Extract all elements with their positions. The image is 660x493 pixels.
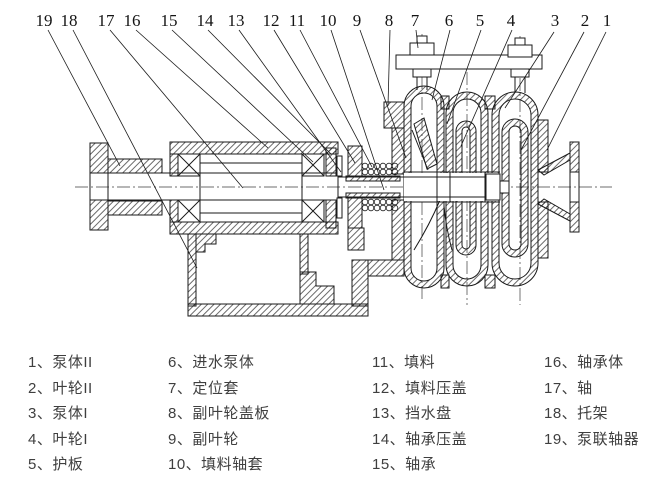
legend-item: 5、护板 — [28, 456, 84, 474]
legend-item: 2、叶轮II — [28, 379, 93, 397]
legend-item: 7、定位套 — [168, 379, 239, 397]
legend-column-1: 1、泵体II 2、叶轮II 3、泵体I 4、叶轮I 5、护板 — [28, 350, 93, 478]
legend-column-2: 6、进水泵体 7、定位套 8、副叶轮盖板 9、副叶轮 10、填料轴套 — [168, 350, 270, 478]
pump-cross-section-diagram: 19 18 17 16 15 14 13 12 11 10 9 8 7 6 5 … — [36, 11, 612, 317]
legend-item: 10、填料轴套 — [168, 456, 264, 474]
bracket — [187, 233, 405, 317]
legend-item: 17、轴 — [544, 379, 593, 397]
callout-label: 10 — [320, 11, 337, 30]
legend-item: 6、进水泵体 — [168, 354, 255, 371]
callout-label: 14 — [197, 11, 215, 30]
legend-item: 4、叶轮I — [28, 430, 89, 448]
callout-label: 19 — [36, 11, 53, 30]
casing-hub — [396, 171, 510, 203]
legend-column-3: 11、填料 12、填料压盖 13、挡水盘 14、轴承压盖 15、轴承 — [372, 350, 467, 478]
callout-numbers: 19 18 17 16 15 14 13 12 11 10 9 8 7 6 5 … — [36, 11, 612, 30]
leader-lines — [47, 29, 607, 269]
callout-label: 2 — [581, 11, 590, 30]
bearing-cover — [325, 147, 337, 177]
callout-label: 8 — [385, 11, 394, 30]
callout-label: 3 — [551, 11, 560, 30]
bearing-body — [169, 141, 339, 235]
callout-label: 12 — [263, 11, 280, 30]
impeller-2 — [501, 118, 529, 258]
pump-body-2 — [491, 91, 539, 287]
impeller-1 — [455, 120, 477, 256]
suction-flange — [537, 119, 580, 259]
callout-label: 1 — [603, 11, 612, 30]
callout-label: 13 — [228, 11, 245, 30]
callout-label: 18 — [61, 11, 78, 30]
callout-label: 7 — [411, 11, 420, 30]
packing-shaft-sleeve — [345, 175, 401, 199]
legend-item: 15、轴承 — [372, 456, 437, 474]
inlet-pump-body — [403, 85, 445, 289]
pump-body-1 — [445, 91, 489, 287]
bearings — [177, 153, 325, 223]
callout-label: 17 — [98, 11, 116, 30]
legend-item: 8、副叶轮盖板 — [168, 405, 270, 423]
callout-label: 6 — [445, 11, 454, 30]
tie-bolt-assembly — [395, 35, 543, 93]
casing-foot — [367, 259, 405, 277]
callout-label: 11 — [289, 11, 305, 30]
callout-label: 9 — [353, 11, 362, 30]
legend-item: 18、托架 — [544, 405, 609, 423]
aux-impeller — [411, 117, 453, 251]
legend-item: 16、轴承体 — [544, 354, 624, 371]
callout-label: 15 — [161, 11, 178, 30]
legend-column-4: 16、轴承体 17、轴 18、托架 19、泵联轴器 — [544, 350, 639, 452]
pump-coupling — [89, 142, 163, 231]
legend-item: 19、泵联轴器 — [544, 430, 640, 448]
callout-label: 4 — [507, 11, 516, 30]
legend-item: 1、泵体II — [28, 354, 93, 371]
casing-webs — [440, 95, 496, 289]
legend-item: 11、填料 — [372, 354, 436, 371]
legend-item: 12、填料压盖 — [372, 379, 468, 397]
legend-item: 14、轴承压盖 — [372, 430, 468, 448]
callout-label: 5 — [476, 11, 485, 30]
legend-item: 13、挡水盘 — [372, 405, 452, 423]
legend-item: 9、副叶轮 — [168, 430, 239, 448]
callout-label: 16 — [124, 11, 141, 30]
legend-item: 3、泵体I — [28, 405, 89, 423]
bearing-cover — [325, 199, 337, 229]
